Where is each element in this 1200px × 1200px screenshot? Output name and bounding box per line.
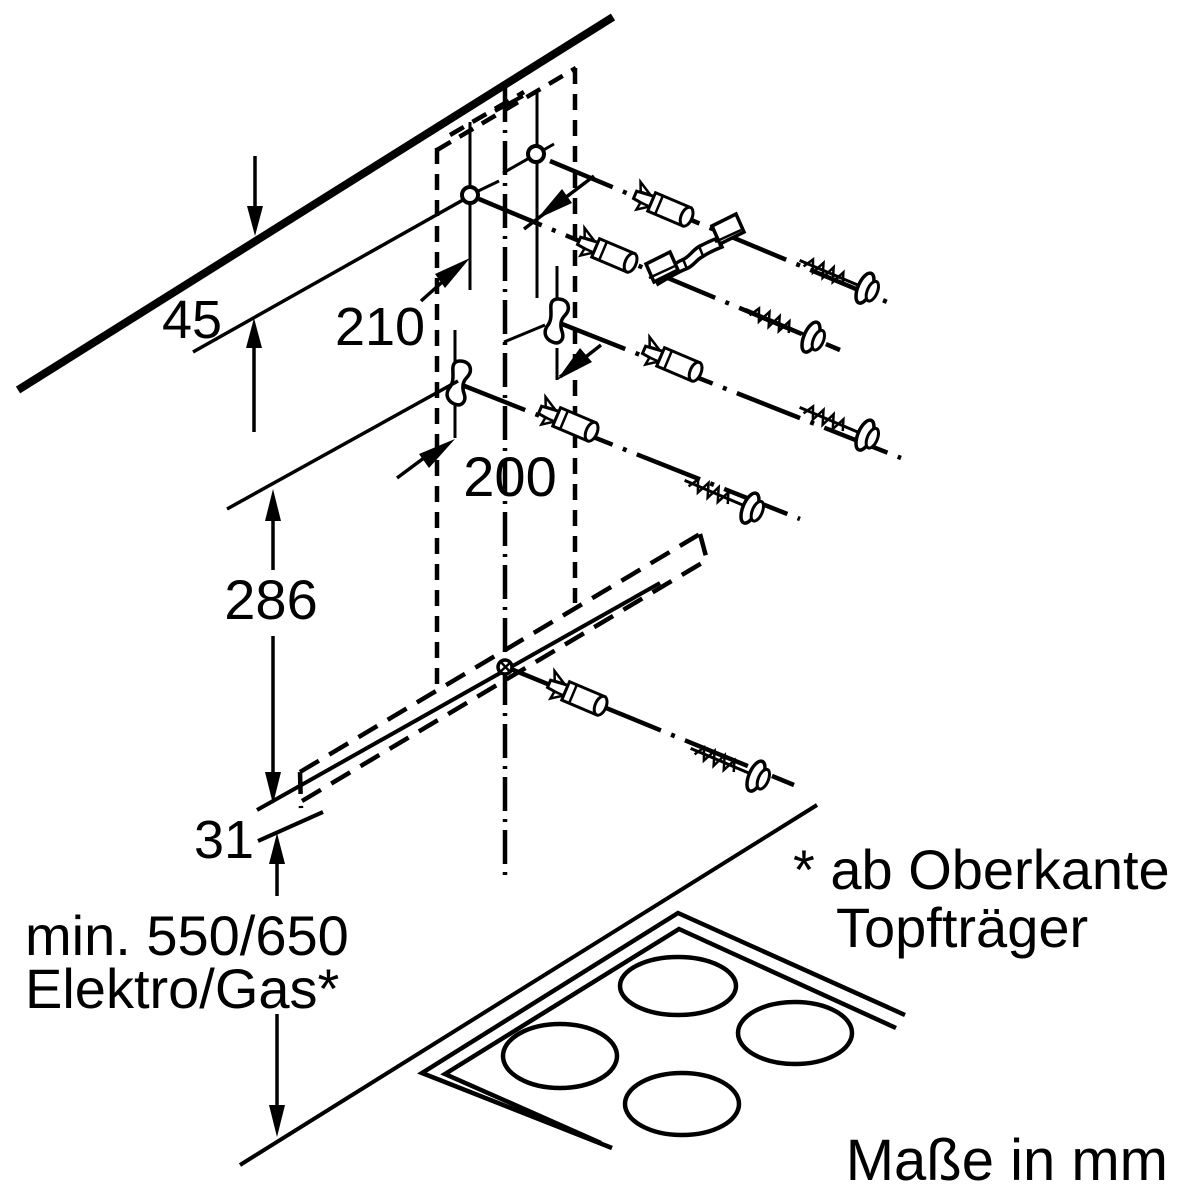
dim-210-arrow-left [435, 258, 470, 288]
wall-plug-1 [628, 180, 699, 233]
dimension-286: 286 [224, 379, 459, 804]
hood-bottom-edge-line [257, 810, 324, 843]
dim-min-sublabel: Elektro/Gas* [25, 957, 339, 1020]
mounting-screws [676, 243, 885, 798]
mounting-screw-1 [791, 243, 885, 310]
drill-hole-upper-left [460, 185, 480, 205]
drilling-template [434, 66, 578, 875]
dim-286-reference-line [226, 379, 459, 511]
mounting-screw-2 [737, 292, 831, 359]
dim-45-arrow-down [247, 206, 263, 236]
dim-210-label: 210 [335, 297, 425, 357]
wall-edge-line [15, 13, 616, 394]
dim-286-arrow-up [265, 489, 281, 521]
rail-top-edge [298, 532, 702, 774]
dim-31-label: 31 [194, 810, 254, 870]
keyhole-slot-left [440, 357, 478, 409]
rail-bottom-edge [300, 558, 709, 803]
mounting-screw-5 [682, 731, 776, 798]
wall-plug-4 [533, 395, 604, 448]
dim-min-arrow-up [269, 833, 285, 864]
wall-plug-3 [637, 335, 708, 388]
template-top-tick [494, 94, 524, 113]
bracket-tab-upper-edge [714, 228, 742, 244]
bracket-tab-upper [709, 211, 747, 247]
bracket-tab-lower-edge [648, 264, 676, 280]
bracket-fold-2 [697, 245, 705, 257]
mounting-screw-3 [791, 390, 885, 457]
notes: * ab Oberkante Topfträger Maße in mm [793, 838, 1170, 1193]
wall-plug-5 [542, 669, 613, 722]
dimension-31: 31 [194, 810, 254, 870]
axis-line-mid-2 [461, 382, 801, 522]
dim-210-arrow-right [537, 189, 572, 219]
burner-right [735, 999, 855, 1067]
dim-min-arrow-down [269, 1105, 285, 1137]
mounting-bracket [643, 211, 747, 287]
burner-front [622, 1070, 742, 1138]
units-note: Maße in mm [846, 1128, 1168, 1193]
axis-line-mid-1 [561, 321, 902, 461]
cooktop-inner-border [440, 926, 897, 1146]
template-holes [440, 90, 576, 438]
hood-top-reference-line [192, 194, 471, 354]
dimension-200: 200 [395, 343, 603, 508]
dim-200-arrow-left [419, 439, 455, 468]
dim-45-label: 45 [162, 290, 222, 350]
dim-200-label: 200 [463, 445, 556, 508]
footnote-line1: * ab Oberkante [793, 838, 1170, 901]
drill-hole-upper-right [526, 144, 546, 164]
rail-center-screw-slot2 [499, 661, 512, 673]
dimension-min-clearance: min. 550/650 Elektro/Gas* [25, 833, 349, 1137]
wall-plug-2 [572, 226, 643, 279]
rail-reference-line [256, 581, 661, 812]
dim-45-arrow-up [246, 318, 262, 348]
cooktop [417, 910, 906, 1151]
bracket-fold-1 [681, 258, 689, 270]
dim-min-label: min. 550/650 [25, 904, 349, 967]
countertop-edge-line [238, 803, 819, 1167]
rail-left-cap [297, 771, 304, 809]
rail-right-cap [697, 533, 710, 561]
keyhole1-tick [503, 323, 546, 344]
footnote-line2: Topfträger [836, 896, 1088, 959]
cooktop-outer-border [417, 910, 906, 1151]
dimension-210: 210 [335, 174, 596, 357]
dim-286-label: 286 [224, 568, 317, 631]
dimension-45: 45 [162, 156, 263, 432]
dim-200-arrow-right [557, 348, 592, 380]
keyhole-slot-right [538, 295, 576, 347]
burner-back [617, 954, 739, 1018]
burner-left [500, 1021, 620, 1091]
lower-mounting-rail [256, 532, 710, 843]
dim-286-arrow-down [265, 772, 281, 804]
template-top-edge-inner [448, 90, 526, 137]
